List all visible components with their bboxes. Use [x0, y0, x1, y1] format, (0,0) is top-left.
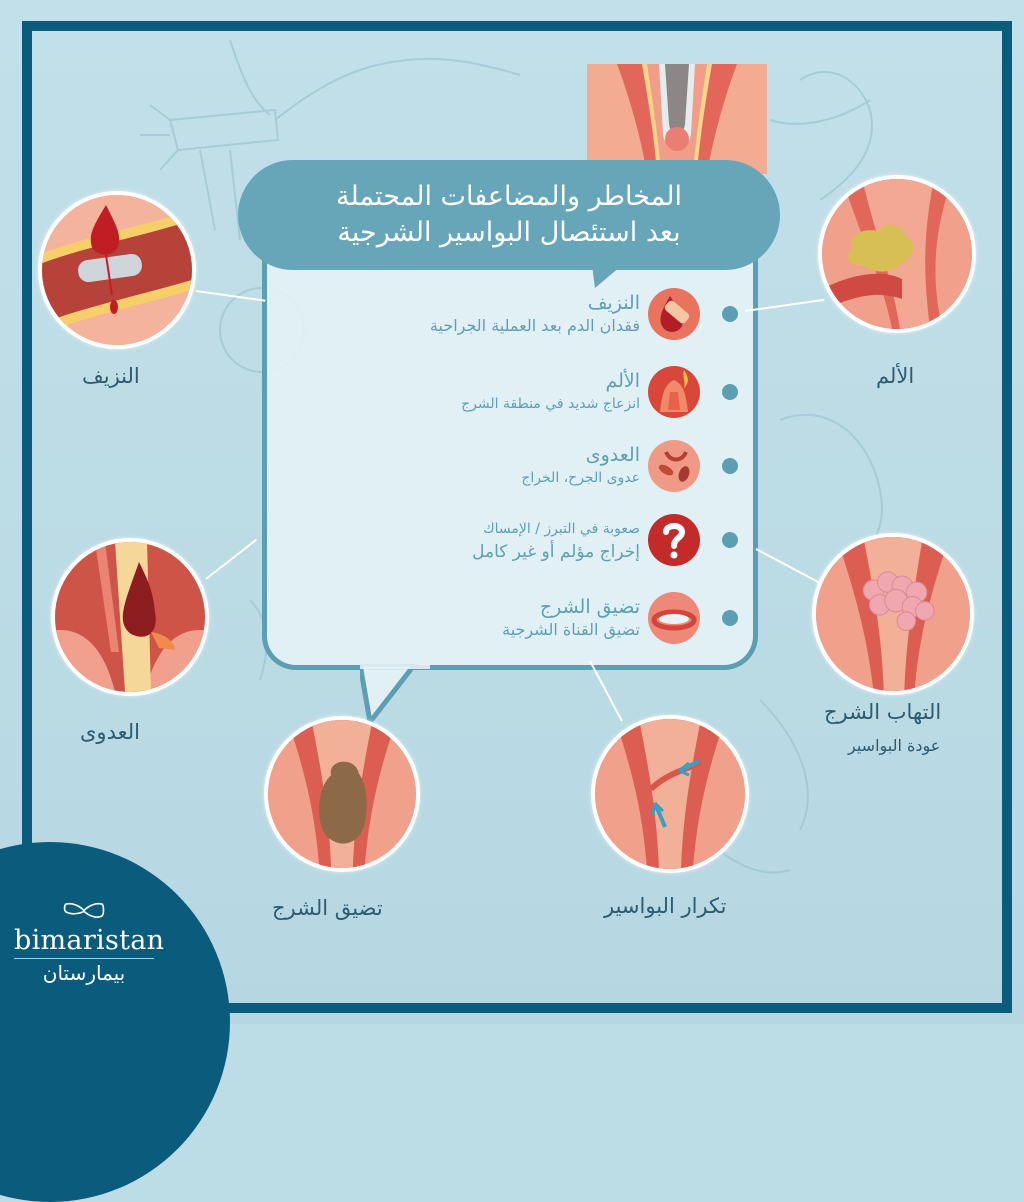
ring-icon [648, 592, 700, 644]
list-item-bleeding: النزيف فقدان الدم بعد العملية الجراحية [430, 288, 738, 340]
list-item-title: النزيف [587, 292, 640, 314]
bullet-dot [722, 384, 738, 400]
list-item-desc: فقدان الدم بعد العملية الجراحية [429, 316, 640, 335]
inflammation-sublabel: عودة البواسير [848, 736, 941, 755]
stenosis-illustration [264, 716, 420, 872]
recurrence-label: تكرار البواسير [604, 894, 727, 918]
list-item-title: تضيق الشرج [539, 596, 640, 618]
list-item-title: الألم [605, 370, 640, 392]
inflammation-illustration [812, 533, 974, 695]
list-item-desc: عدوى الجرح، الخراج [521, 470, 640, 486]
bullet-dot [722, 306, 738, 322]
bullet-dot [722, 458, 738, 474]
pain-illustration [818, 175, 976, 333]
inflammation-label: التهاب الشرج [824, 700, 942, 724]
question-mark-icon [648, 514, 700, 566]
pain-label: الألم [876, 364, 915, 388]
bacteria-icon [648, 440, 700, 492]
header-bubble: المخاطر والمضاعفات المحتملة بعد استئصال … [238, 160, 780, 270]
brand-name-ar: بيمارستان [42, 961, 126, 985]
brand-name-en: bimaristan [14, 926, 164, 959]
list-item-title: صعوبة في التبرز / الإمساك [483, 521, 640, 537]
page-title-line-2: بعد استئصال البواسير الشرجية [337, 217, 681, 248]
list-item-desc: إخراج مؤلم أو غير كامل [472, 542, 640, 562]
anal-canal-illustration [587, 64, 767, 174]
outer-frame [22, 21, 1012, 1013]
butterfly-icon [63, 902, 105, 918]
list-item-desc: انزعاج شديد في منطقة الشرج [461, 396, 640, 412]
brand-logo[interactable]: bimaristan بيمارستان [14, 900, 164, 987]
list-item-title: العدوى [585, 444, 640, 466]
list-item-stenosis: تضيق الشرج تضيق القناة الشرجية [502, 592, 738, 644]
infection-illustration [51, 538, 209, 696]
recurrence-illustration [591, 715, 749, 873]
infection-label: العدوى [80, 720, 140, 744]
bullet-dot [722, 532, 738, 548]
bleeding-label: النزيف [82, 364, 140, 388]
page-title-line-1: المخاطر والمضاعفات المحتملة [336, 181, 682, 212]
bullet-dot [722, 610, 738, 626]
list-item-desc: تضيق القناة الشرجية [502, 620, 640, 639]
pain-flame-icon [648, 366, 700, 418]
bleeding-illustration [38, 191, 196, 349]
list-item-constipation: صعوبة في التبرز / الإمساك إخراج مؤلم أو … [472, 514, 738, 566]
list-item-pain: الألم انزعاج شديد في منطقة الشرج [461, 366, 738, 418]
stenosis-label: تضيق الشرج [272, 896, 383, 920]
list-item-infection: العدوى عدوى الجرح، الخراج [521, 440, 738, 492]
bubble-tail [360, 664, 430, 724]
blood-drop-bandage-icon [648, 288, 700, 340]
